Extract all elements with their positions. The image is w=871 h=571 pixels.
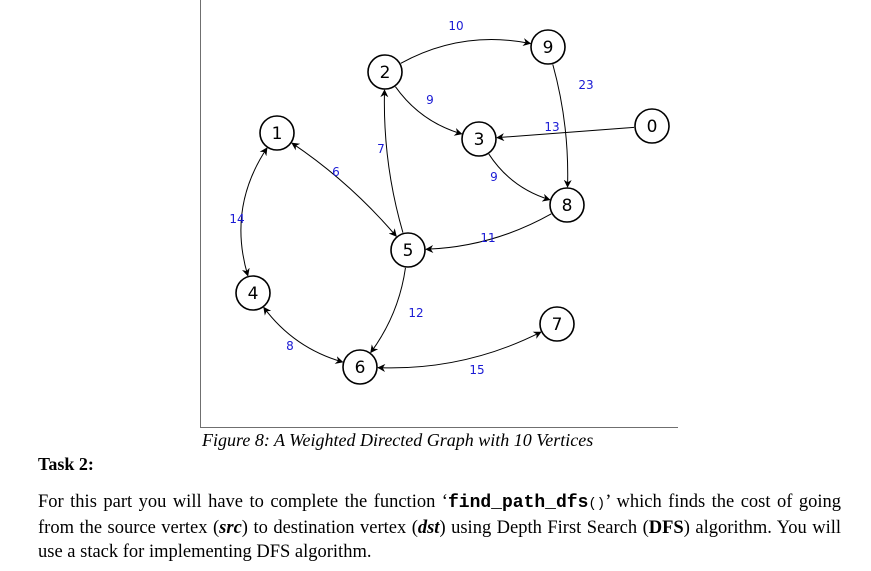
edge-weight-1-4: 14 [229, 212, 244, 226]
figure-caption: Figure 8: A Weighted Directed Graph with… [202, 430, 594, 450]
vertex-circle-1 [259, 115, 295, 151]
vertex-label-1: 1 [272, 124, 283, 144]
vertex-3: 3 [461, 121, 497, 157]
function-name-code: find_path_dfs() [448, 493, 605, 513]
edge-weight-2-9: 10 [448, 19, 463, 33]
vertex-9: 9 [530, 29, 566, 65]
edge-weight-5-2: 7 [377, 142, 385, 156]
edge-2-3 [395, 86, 463, 136]
edge-weight-4-6: 8 [286, 339, 294, 353]
edge-4-6 [263, 306, 344, 364]
function-name: find_path_dfs [447, 493, 589, 513]
edge-1-4 [240, 147, 268, 277]
edge-weight-0-3: 13 [544, 120, 559, 134]
vertex-label-0: 0 [647, 117, 658, 137]
vertex-label-3: 3 [474, 130, 485, 150]
task-text-4: ) using Depth First Search ( [439, 518, 649, 538]
edge-weight-9-8: 23 [578, 78, 593, 92]
edge-5-2 [380, 89, 404, 233]
vertex-label-9: 9 [543, 38, 554, 58]
figure-frame [200, 0, 678, 428]
vertex-0: 0 [634, 108, 670, 144]
task-description: For this part you will have to complete … [38, 490, 841, 564]
edge-5-6 [370, 267, 406, 354]
vertex-circle-2 [367, 54, 403, 90]
edge-3-8 [488, 153, 551, 202]
vertex-label-7: 7 [552, 315, 563, 335]
vertex-circle-7 [539, 306, 575, 342]
task-text-1: For this part you will have to complete … [38, 492, 448, 512]
edge-1-5 [291, 142, 397, 237]
function-parens: () [588, 496, 606, 512]
edge-weight-3-8: 9 [490, 170, 498, 184]
vertex-label-5: 5 [403, 241, 414, 261]
task-text-5: ) algorithm. You will use a stack for im… [38, 518, 841, 562]
vertex-circle-0 [634, 108, 670, 144]
dfs-term: DFS [648, 518, 684, 538]
vertex-circle-9 [530, 29, 566, 65]
task-text-3: ) to destination vertex ( [241, 518, 418, 538]
vertex-1: 1 [259, 115, 295, 151]
edge-8-5 [425, 213, 552, 254]
vertex-label-4: 4 [248, 284, 259, 304]
vertex-circle-8 [549, 187, 585, 223]
vertex-8: 8 [549, 187, 585, 223]
dst-term: dst [417, 518, 440, 538]
vertex-label-6: 6 [355, 358, 366, 378]
edge-weight-5-6: 12 [408, 306, 423, 320]
src-term: src [219, 518, 242, 538]
vertex-circle-5 [390, 232, 426, 268]
vertex-circle-4 [235, 275, 271, 311]
edge-0-3 [496, 126, 635, 142]
task-text-2: ’ which finds the cost of going from the… [38, 492, 841, 538]
edge-weight-6-7: 15 [469, 363, 484, 377]
task-heading: Task 2: [38, 454, 94, 474]
edge-2-9 [400, 38, 532, 64]
vertex-circle-3 [461, 121, 497, 157]
vertex-7: 7 [539, 306, 575, 342]
edge-weight-8-5: 11 [480, 231, 495, 245]
vertex-2: 2 [367, 54, 403, 90]
vertex-6: 6 [342, 349, 378, 385]
edge-weight-1-5: 6 [332, 165, 340, 179]
vertex-4: 4 [235, 275, 271, 311]
edge-6-7 [377, 331, 542, 372]
edge-9-8 [552, 64, 572, 188]
vertex-label-8: 8 [562, 196, 573, 216]
vertex-label-2: 2 [380, 63, 391, 83]
vertex-circle-6 [342, 349, 378, 385]
vertex-5: 5 [390, 232, 426, 268]
edge-weight-2-3: 9 [426, 93, 434, 107]
